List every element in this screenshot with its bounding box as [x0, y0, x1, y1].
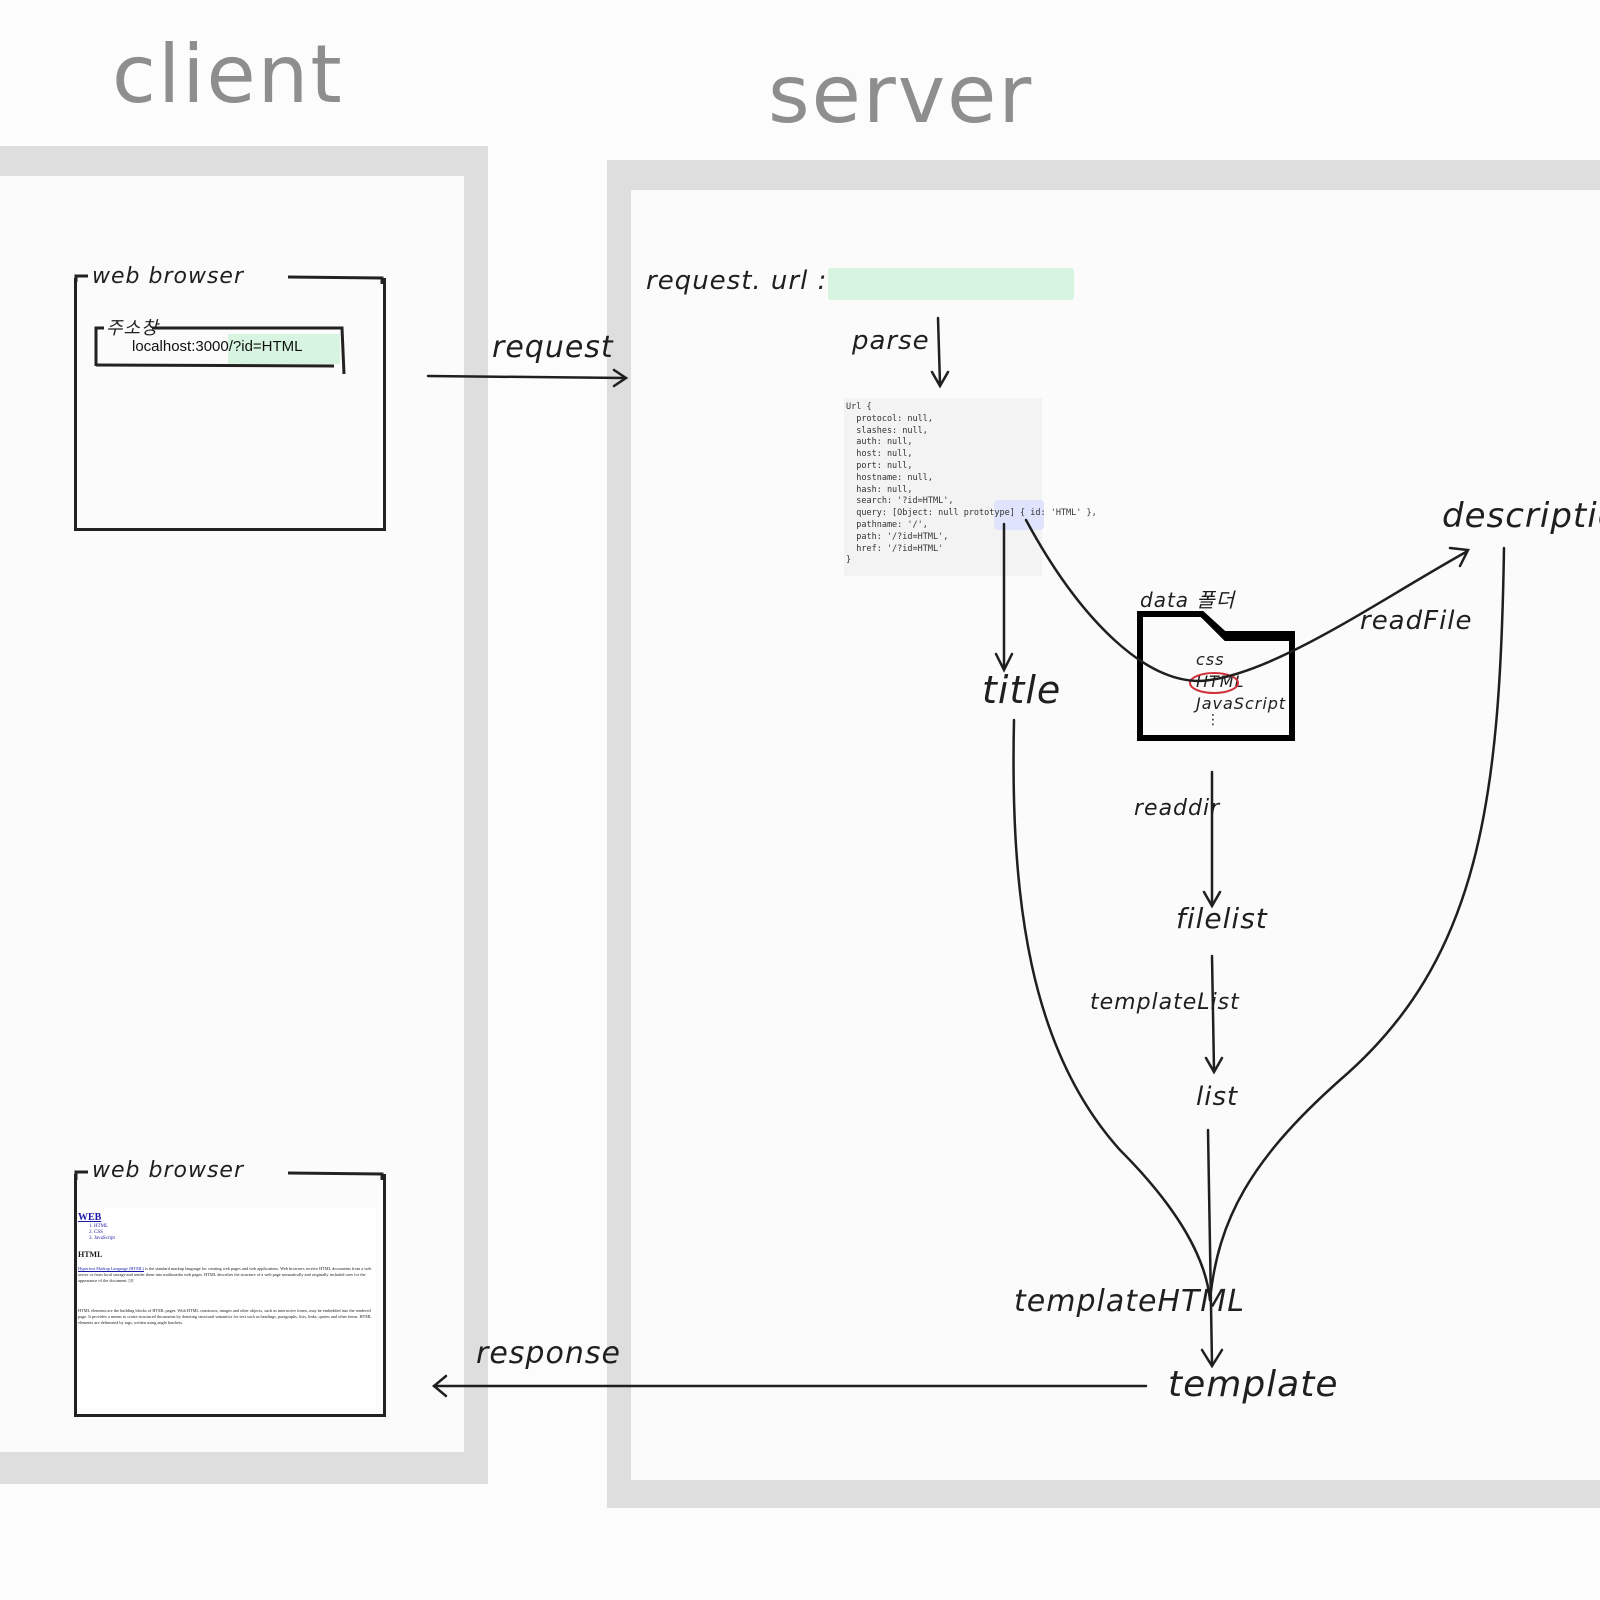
request-url-highlight — [828, 268, 1074, 300]
rendered-list-item[interactable]: CSS — [94, 1230, 115, 1236]
rendered-list-item[interactable]: HTML — [94, 1224, 115, 1230]
server-panel-inner — [631, 190, 1600, 1480]
folder-label: data 폴더 — [1140, 588, 1236, 612]
web-browser-bottom-border — [74, 1170, 384, 1180]
rendered-para-1: Hypertext Markup Language (HTML) is the … — [78, 1266, 374, 1284]
rendered-page: WEB HTML CSS JavaScript HTML Hypertext M… — [78, 1208, 376, 1408]
list-to-template-arrow — [1206, 1128, 1214, 1366]
html-red-circle — [1189, 672, 1239, 694]
web-browser-bottom — [74, 1174, 386, 1417]
web-browser-bottom-label: web browser — [92, 1158, 244, 1183]
rendered-list: HTML CSS JavaScript — [88, 1224, 115, 1242]
description-to-template-curve — [1208, 546, 1506, 1302]
node-filelist: filelist — [1176, 902, 1268, 935]
url-object-box — [844, 398, 1042, 576]
web-browser-top — [74, 278, 386, 531]
web-browser-top-border — [74, 274, 384, 284]
address-label: 주소창 — [106, 318, 159, 339]
address-highlight — [228, 334, 340, 364]
request-label: request — [492, 330, 614, 365]
folder-icon — [1137, 611, 1295, 741]
node-list: list — [1196, 1082, 1239, 1112]
request-url-label: request. url : — [646, 266, 828, 296]
title-to-template-curve — [1012, 718, 1212, 1302]
query-highlight — [994, 500, 1044, 530]
address-bar-frame — [94, 326, 346, 375]
rendered-list-item[interactable]: JavaScript — [94, 1236, 115, 1242]
client-heading: client — [112, 28, 344, 121]
parse-label: parse — [852, 326, 930, 356]
server-heading: server — [768, 48, 1034, 141]
readfile-curve — [1024, 518, 1468, 683]
rendered-site-title[interactable]: WEB — [78, 1212, 102, 1223]
request-arrow — [426, 374, 628, 380]
folder-file-javascript: JavaScript — [1196, 694, 1287, 713]
templatelist-arrow — [1210, 954, 1216, 1072]
rendered-para-1-link[interactable]: Hypertext Markup Language (HTML) — [78, 1266, 144, 1271]
address-input: localhost:3000/?id=HTML — [132, 338, 303, 355]
node-description: description — [1442, 496, 1600, 536]
web-browser-top-label: web browser — [92, 264, 244, 289]
rendered-heading: HTML — [78, 1250, 103, 1259]
rendered-para-2: HTML elements are the building blocks of… — [78, 1308, 372, 1325]
response-label: response — [476, 1336, 621, 1371]
folder-file-more: ⋮ — [1206, 712, 1221, 728]
url-object-text: Url { protocol: null, slashes: null, aut… — [846, 402, 1097, 566]
node-title: title — [982, 668, 1062, 712]
folder-file-css: css — [1196, 650, 1225, 669]
rendered-para-1-text: is the standard markup language for crea… — [78, 1266, 372, 1283]
node-templatehtml: templateHTML — [1014, 1284, 1245, 1319]
node-template: template — [1168, 1364, 1339, 1405]
node-readdir: readdir — [1134, 796, 1221, 821]
node-readfile: readFile — [1360, 606, 1473, 636]
parse-arrow — [936, 316, 942, 386]
